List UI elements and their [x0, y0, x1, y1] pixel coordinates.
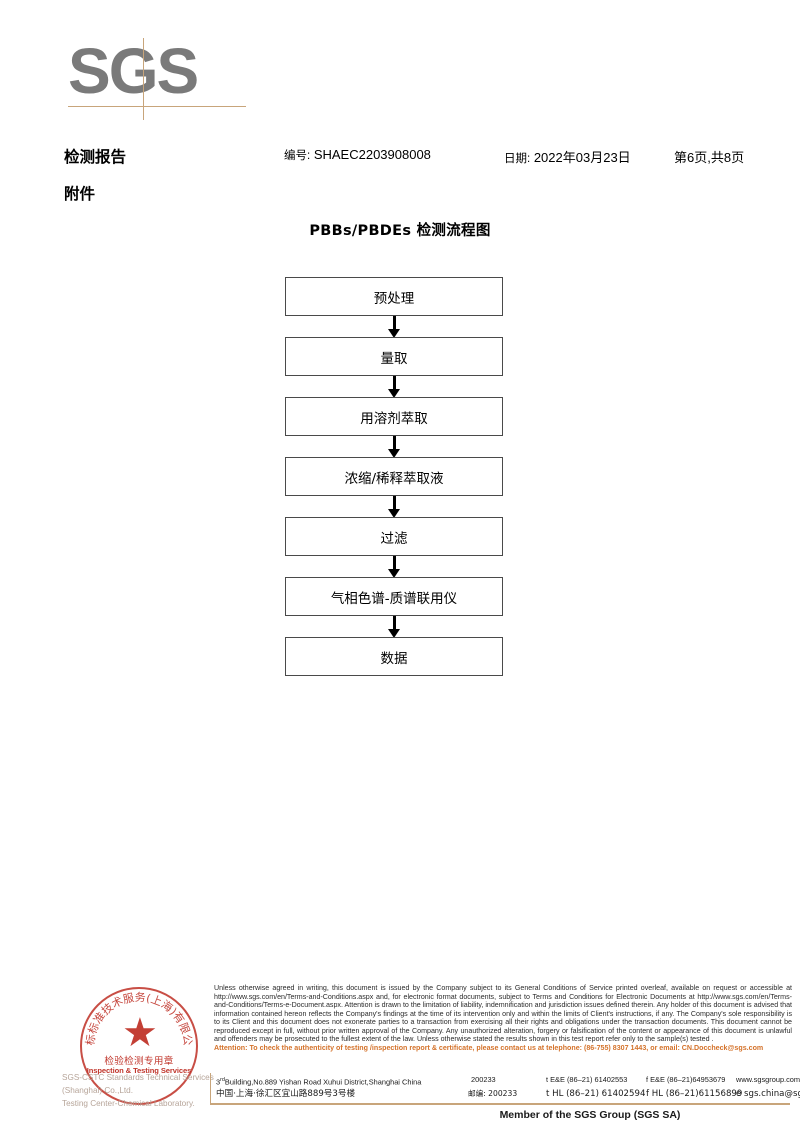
flow-step: 量取 — [285, 337, 503, 376]
logo-vertical-rule — [143, 38, 144, 120]
arrow-shaft — [393, 496, 396, 511]
zip-cn-label: 邮编: — [468, 1089, 486, 1098]
legal-paragraph: Unless otherwise agreed in writing, this… — [214, 984, 792, 1043]
address-en-ordinal: rd — [220, 1077, 225, 1083]
arrow-head-icon — [388, 509, 400, 518]
report-date-label: 日期: — [504, 153, 531, 165]
flow-box-data: 数据 — [285, 637, 503, 676]
flow-step: 数据 — [285, 637, 503, 676]
entity-line-2: Testing Center-Chemical Laboratory. — [62, 1099, 195, 1108]
official-stamp-icon: 通标标准技术服务(上海)有限公司 ★ 检验检测专用章 Inspection & … — [80, 987, 198, 1105]
page-indicator: 第6页,共8页 — [674, 150, 745, 165]
arrow-head-icon — [388, 389, 400, 398]
arrow-shaft — [393, 376, 396, 391]
stamp-arc-text: 通标标准技术服务(上海)有限公司 — [80, 987, 194, 1046]
fax-ee: f E&E (86–21)64953679 — [646, 1075, 726, 1084]
page-title: 检测报告 — [64, 148, 127, 166]
flow-arrow — [285, 316, 503, 338]
arrow-head-icon — [388, 329, 400, 338]
email-link[interactable]: e sgs.china@sgs.com — [736, 1089, 800, 1099]
entity-line-1: SGS-CSTC Standards Technical Services (S… — [62, 1073, 214, 1095]
sgs-logo-text: SGS — [68, 35, 199, 107]
arrow-shaft — [393, 556, 396, 571]
contact-row-en: 3rdBuilding,No.889 Yishan Road Xuhui Dis… — [216, 1073, 800, 1089]
flow-step: 气相色谱-质谱联用仪 — [285, 577, 503, 616]
document-header: 检测报告 编号: SHAEC2203908008 日期: 2022年03月23日… — [64, 145, 754, 167]
address-en-prefix: 3 — [216, 1077, 221, 1087]
address-cn: 中国·上海·徐汇区宜山路889号3号楼 — [216, 1089, 356, 1099]
arrow-head-icon — [388, 569, 400, 578]
report-number: 编号: SHAEC2203908008 — [284, 147, 431, 163]
website-link[interactable]: www.sgsgroup.com.cn — [736, 1075, 800, 1084]
address-en: 3rdBuilding,No.889 Yishan Road Xuhui Dis… — [216, 1073, 421, 1089]
contact-row-cn: 中国·上海·徐汇区宜山路889号3号楼 邮编: 200233 t HL (86–… — [216, 1087, 800, 1101]
sgs-logo: SGS — [68, 36, 318, 126]
arrow-shaft — [393, 436, 396, 451]
stamp-center-en: Inspection & Testing Services — [86, 1066, 192, 1075]
arrow-shaft — [393, 316, 396, 331]
flow-box-gcms: 气相色谱-质谱联用仪 — [285, 577, 503, 616]
footer-vertical-rule — [210, 1073, 212, 1103]
legal-disclaimer: Unless otherwise agreed in writing, this… — [214, 984, 792, 1053]
document-footer: 通标标准技术服务(上海)有限公司 ★ 检验检测专用章 Inspection & … — [0, 975, 800, 1131]
flow-step: 用溶剂萃取 — [285, 397, 503, 436]
zip-cn: 邮编: 200233 — [468, 1087, 517, 1101]
flow-step: 过滤 — [285, 517, 503, 556]
stamp-ring — [80, 987, 198, 1105]
entity-name-block: SGS-CSTC Standards Technical Services (S… — [62, 1071, 222, 1110]
flow-box-measure: 量取 — [285, 337, 503, 376]
flow-arrow — [285, 376, 503, 398]
zip-en: 200233 — [471, 1075, 496, 1084]
telephone-ee: t E&E (86–21) 61402553 — [546, 1075, 628, 1084]
arrow-head-icon — [388, 629, 400, 638]
flow-step: 预处理 — [285, 277, 503, 316]
flow-box-filtration: 过滤 — [285, 517, 503, 556]
stamp-center-cn: 检验检测专用章 — [104, 1056, 174, 1067]
attachment-label: 附件 — [64, 185, 96, 203]
address-en-text: Building,No.889 Yishan Road Xuhui Distri… — [224, 1077, 422, 1087]
telephone-hl: t HL (86–21) 61402594 — [546, 1089, 646, 1099]
report-number-label: 编号: — [284, 150, 311, 162]
attention-notice: Attention: To check the authenticity of … — [214, 1044, 764, 1052]
report-number-value: SHAEC2203908008 — [313, 147, 431, 162]
footer-horizontal-rule — [210, 1103, 790, 1105]
zip-cn-value: 200233 — [488, 1089, 518, 1098]
arrow-shaft — [393, 616, 396, 631]
fax-hl: f HL (86–21)61156899 — [646, 1089, 743, 1099]
flowchart: 预处理 量取 用溶剂萃取 浓缩/稀释萃取液 过滤 气相色谱-质谱联用仪 数据 — [285, 277, 503, 676]
report-date: 日期: 2022年03月23日 — [504, 147, 631, 166]
report-date-value: 2022年03月23日 — [533, 150, 631, 165]
arrow-head-icon — [388, 449, 400, 458]
flow-step: 浓缩/稀释萃取液 — [285, 457, 503, 496]
member-of-group-line: Member of the SGS Group (SGS SA) — [499, 1109, 681, 1121]
flowchart-title: PBBs/PBDEs 检测流程图 — [309, 223, 491, 239]
star-icon: ★ — [122, 1011, 158, 1055]
flow-arrow — [285, 616, 503, 638]
contact-block: 3rdBuilding,No.889 Yishan Road Xuhui Dis… — [216, 1073, 800, 1101]
flow-box-concentrate-dilute: 浓缩/稀释萃取液 — [285, 457, 503, 496]
flow-arrow — [285, 436, 503, 458]
logo-horizontal-rule — [68, 106, 246, 107]
flow-arrow — [285, 496, 503, 518]
flow-box-pretreatment: 预处理 — [285, 277, 503, 316]
flow-box-solvent-extraction: 用溶剂萃取 — [285, 397, 503, 436]
flow-arrow — [285, 556, 503, 578]
